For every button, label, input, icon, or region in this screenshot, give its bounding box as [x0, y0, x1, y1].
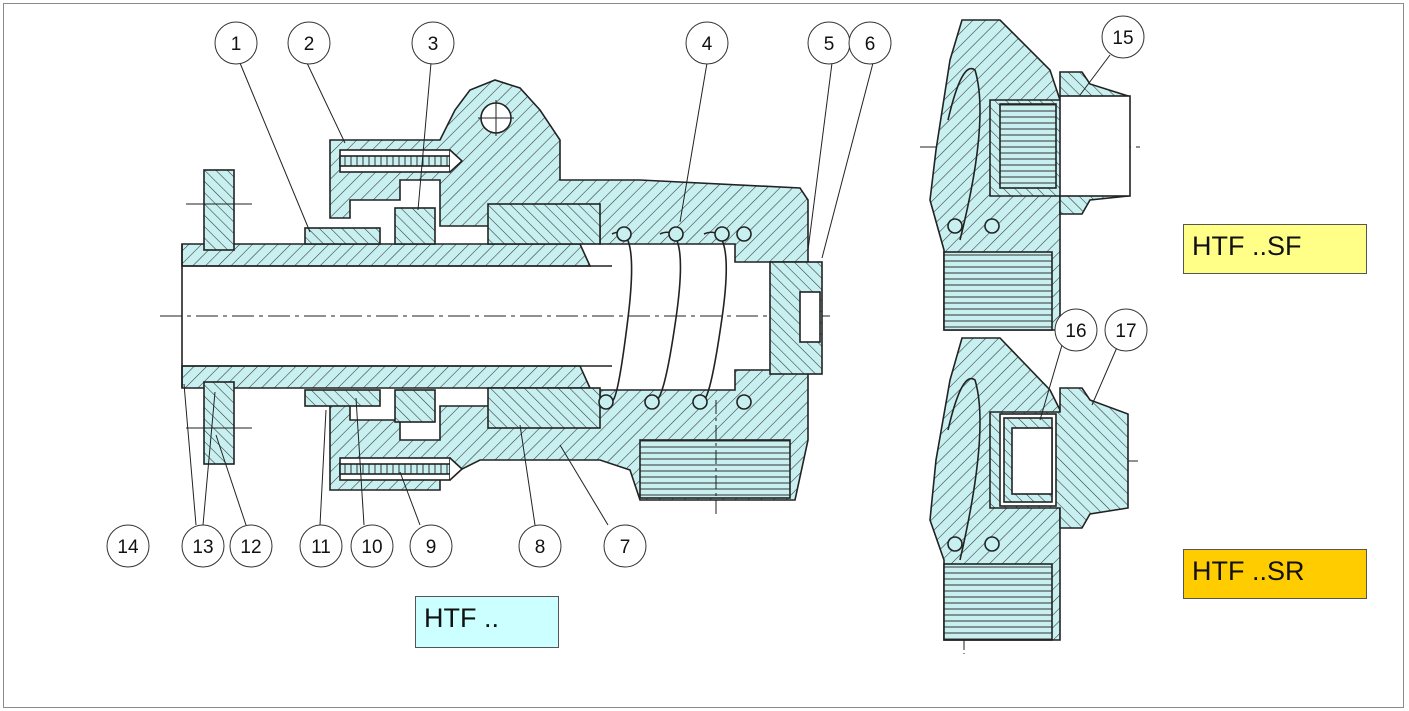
label-htf-sf: HTF ..SF — [1183, 224, 1367, 274]
callout-2-text: 2 — [304, 34, 315, 55]
callout-3: 3 — [411, 21, 455, 65]
callout-6-text: 6 — [865, 34, 876, 55]
callout-11: 11 — [299, 524, 343, 568]
callout-17-text: 17 — [1115, 321, 1136, 342]
callout-7: 7 — [603, 524, 647, 568]
callout-2: 2 — [287, 21, 331, 65]
callout-14-text: 14 — [117, 537, 139, 558]
callout-17: 17 — [1104, 308, 1148, 352]
callout-8-text: 8 — [535, 537, 546, 558]
sf-variant-section — [920, 19, 1140, 331]
callout-13: 13 — [181, 524, 225, 568]
callout-6: 6 — [848, 21, 892, 65]
callout-5-text: 5 — [824, 34, 835, 55]
page-border — [3, 3, 1404, 708]
callout-3-text: 3 — [428, 34, 439, 55]
callout-11-text: 11 — [311, 537, 331, 558]
callout-7-text: 7 — [620, 537, 631, 558]
main-assembly-section — [160, 79, 830, 518]
callout-16-text: 16 — [1065, 321, 1086, 342]
callout-15: 15 — [1101, 15, 1145, 59]
callout-13-text: 13 — [192, 537, 213, 558]
label-htf-sr: HTF ..SR — [1183, 549, 1367, 599]
callout-4: 4 — [685, 21, 729, 65]
callout-16: 16 — [1054, 308, 1098, 352]
callout-9: 9 — [409, 524, 453, 568]
callout-14: 14 — [106, 524, 150, 568]
callout-10-text: 10 — [361, 537, 382, 558]
callout-1-text: 1 — [231, 34, 242, 55]
sr-variant-section — [929, 337, 1140, 654]
callout-12: 12 — [229, 524, 273, 568]
callout-12-text: 12 — [240, 537, 261, 558]
leader-lines — [183, 54, 1119, 526]
callout-5: 5 — [807, 21, 851, 65]
callout-15-text: 15 — [1112, 28, 1133, 49]
callout-1: 1 — [214, 21, 258, 65]
callout-9-text: 9 — [426, 537, 437, 558]
callout-10: 10 — [350, 524, 394, 568]
label-htf-main: HTF .. — [415, 596, 559, 648]
callout-4-text: 4 — [702, 34, 713, 55]
callout-8: 8 — [518, 524, 562, 568]
